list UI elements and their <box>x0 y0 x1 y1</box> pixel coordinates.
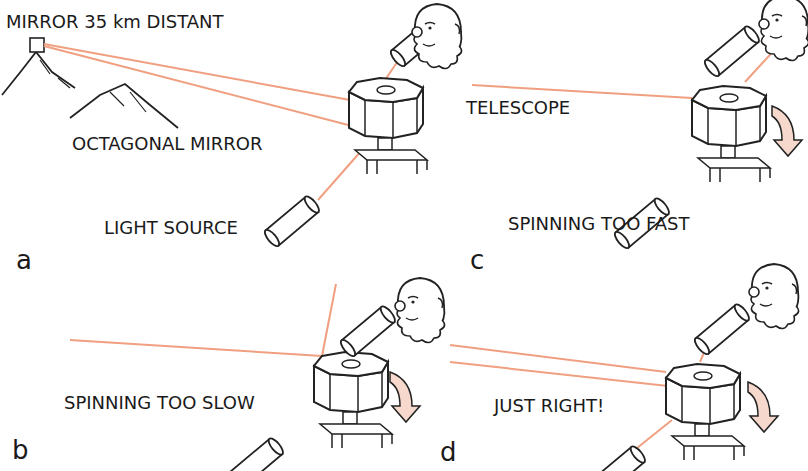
part-label: OCTAGONAL MIRROR <box>72 134 263 154</box>
caption-label: SPINNING TOO FAST <box>508 214 689 234</box>
part-label: LIGHT SOURCE <box>104 218 238 238</box>
apparatus-a <box>263 4 462 248</box>
panel-letter: b <box>12 436 29 465</box>
part-label: MIRROR 35 km DISTANT <box>6 12 224 32</box>
apparatus-d <box>589 264 799 471</box>
panel-letter: d <box>440 438 457 467</box>
apparatus-b <box>227 278 445 471</box>
caption-label: SPINNING TOO SLOW <box>64 393 255 413</box>
panel-letter: c <box>470 246 484 275</box>
panel-letter: a <box>16 246 32 275</box>
part-label: TELESCOPE <box>466 98 570 118</box>
caption-label: JUST RIGHT! <box>494 396 604 416</box>
apparatus-c <box>613 0 808 250</box>
